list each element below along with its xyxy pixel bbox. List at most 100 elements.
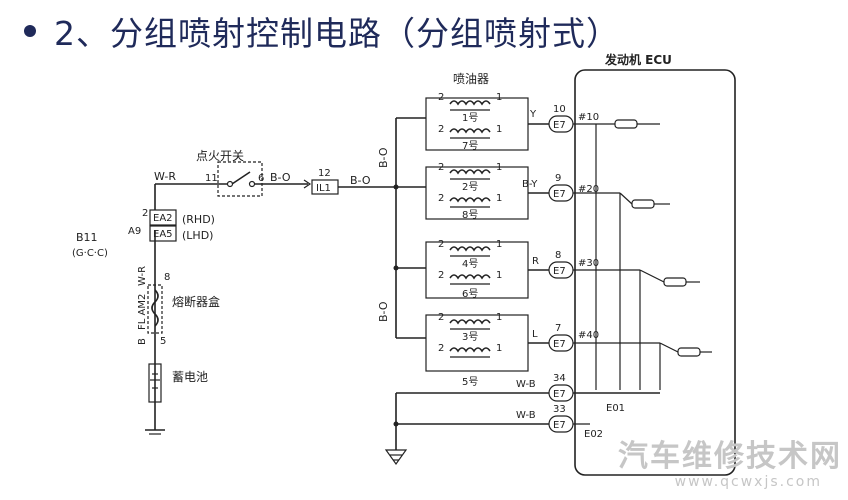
injector-6: 2 1 6号 [438, 270, 502, 300]
il1-label: IL1 [316, 183, 331, 194]
group-output-wires [528, 123, 549, 344]
e01-label: E01 [606, 403, 625, 414]
title-bullet [24, 25, 36, 37]
flam2-label: FL AM2 [137, 294, 148, 330]
svg-text:2: 2 [438, 193, 444, 204]
svg-text:2: 2 [438, 312, 444, 323]
ecu-box [574, 69, 736, 476]
svg-text:E7: E7 [553, 189, 566, 200]
battery-symbol [148, 363, 162, 403]
pin-5-label: 5 [160, 336, 166, 347]
svg-text:E7: E7 [553, 120, 566, 131]
ecu-label: 发动机 ECU [604, 52, 672, 67]
ea5-connector [149, 225, 177, 242]
svg-text:2: 2 [438, 92, 444, 103]
injector-2: 2 1 2号 [438, 162, 502, 193]
svg-text:10: 10 [553, 104, 566, 115]
ecu-internal-drivers [573, 119, 712, 425]
injector-4: 2 1 4号 [438, 239, 502, 270]
svg-text:1: 1 [496, 312, 502, 323]
battery-label: 蓄电池 [172, 370, 208, 384]
rhd-label: (RHD) [182, 213, 215, 226]
ea2-label: EA2 [153, 213, 173, 224]
injector-groups: 2 1 1号 2 1 7号 2 1 2号 2 1 8号 [425, 92, 529, 388]
connector-e7-33: E7 33 W-B [516, 404, 574, 433]
injector-3: 2 1 3号 [438, 312, 502, 343]
ecu-signal-connectors: E7 10 Y #10 E7 9 B-Y #20 E7 8 R #30 E7 7… [516, 104, 599, 433]
connector-e7-7: E7 7 L #40 [532, 323, 599, 352]
chassis-ground-icon [384, 449, 408, 466]
svg-text:#40: #40 [578, 330, 599, 341]
ignition-switch [217, 161, 263, 197]
svg-text:8号: 8号 [462, 209, 478, 221]
ignition-switch-blade [231, 171, 251, 185]
svg-text:2: 2 [438, 343, 444, 354]
svg-text:2: 2 [438, 270, 444, 281]
svg-text:8: 8 [555, 250, 561, 261]
slide-title: 2、分组喷射控制电路（分组喷射式） [18, 6, 620, 56]
svg-text:2: 2 [438, 239, 444, 250]
bo-label-2: B-O [350, 174, 371, 187]
svg-text:#10: #10 [578, 112, 599, 123]
connector-e7-10: E7 10 Y #10 [529, 104, 599, 133]
svg-text:2: 2 [438, 124, 444, 135]
svg-text:6号: 6号 [462, 288, 478, 300]
a9-label: A9 [128, 226, 141, 237]
ea2-connector [149, 209, 177, 226]
gcc-label: (G·C·C) [72, 248, 108, 259]
svg-text:E7: E7 [553, 266, 566, 277]
svg-text:L: L [532, 329, 538, 340]
svg-text:Y: Y [529, 109, 537, 120]
svg-text:E7: E7 [553, 389, 566, 400]
bo-label-1: B-O [270, 171, 291, 184]
switch-contact-in [226, 180, 234, 188]
pin-2-label: 2 [142, 208, 148, 219]
switch-pin-11: 11 [205, 173, 218, 184]
pin-8-label: 8 [164, 272, 170, 283]
injector-1: 2 1 1号 [438, 92, 502, 124]
watermark-cn: 汽车维修技术网 [618, 439, 842, 474]
svg-text:1: 1 [496, 343, 502, 354]
svg-text:3号: 3号 [462, 331, 478, 343]
ignition-switch-label: 点火开关 [196, 149, 244, 163]
svg-text:1: 1 [496, 124, 502, 135]
svg-text:R: R [532, 256, 539, 267]
svg-text:7号: 7号 [462, 140, 478, 152]
wr-vertical-label: W-R [137, 266, 148, 286]
ea5-label: EA5 [153, 229, 173, 240]
injector-8: 2 1 8号 [438, 193, 502, 221]
watermark: 汽车维修技术网 www.qcwxjs.com [612, 439, 842, 491]
b11-label: B11 [76, 231, 98, 244]
fuse-symbol [151, 289, 159, 327]
svg-text:#20: #20 [578, 184, 599, 195]
svg-text:33: 33 [553, 404, 566, 415]
svg-text:9: 9 [555, 173, 561, 184]
svg-text:1: 1 [496, 162, 502, 173]
svg-text:E7: E7 [553, 339, 566, 350]
connector-e7-34: E7 34 W-B [516, 373, 574, 402]
svg-text:2: 2 [438, 162, 444, 173]
fuse-box-outline [147, 284, 163, 334]
svg-text:#30: #30 [578, 258, 599, 269]
svg-text:1号: 1号 [462, 112, 478, 124]
svg-text:1: 1 [496, 270, 502, 281]
svg-text:1: 1 [496, 239, 502, 250]
watermark-url: www.qcwxjs.com [674, 474, 822, 490]
bo-label-bottom: B-O [377, 301, 390, 322]
b-wire-vertical-label: B [137, 338, 148, 345]
injectors-label: 喷油器 [453, 72, 489, 86]
svg-text:1: 1 [496, 193, 502, 204]
svg-text:5号: 5号 [462, 376, 478, 388]
e02-label: E02 [584, 429, 603, 440]
wr-label: W-R [154, 170, 176, 183]
il1-pin-12: 12 [318, 168, 331, 179]
connector-e7-8: E7 8 R #30 [532, 250, 599, 279]
svg-text:2号: 2号 [462, 181, 478, 193]
svg-text:4号: 4号 [462, 258, 478, 270]
svg-text:E7: E7 [553, 420, 566, 431]
svg-text:W-B: W-B [516, 410, 536, 421]
svg-text:B-Y: B-Y [522, 179, 538, 190]
connector-e7-9: E7 9 B-Y #20 [522, 173, 599, 202]
title-text: 2、分组喷射控制电路（分组喷射式） [54, 14, 620, 53]
